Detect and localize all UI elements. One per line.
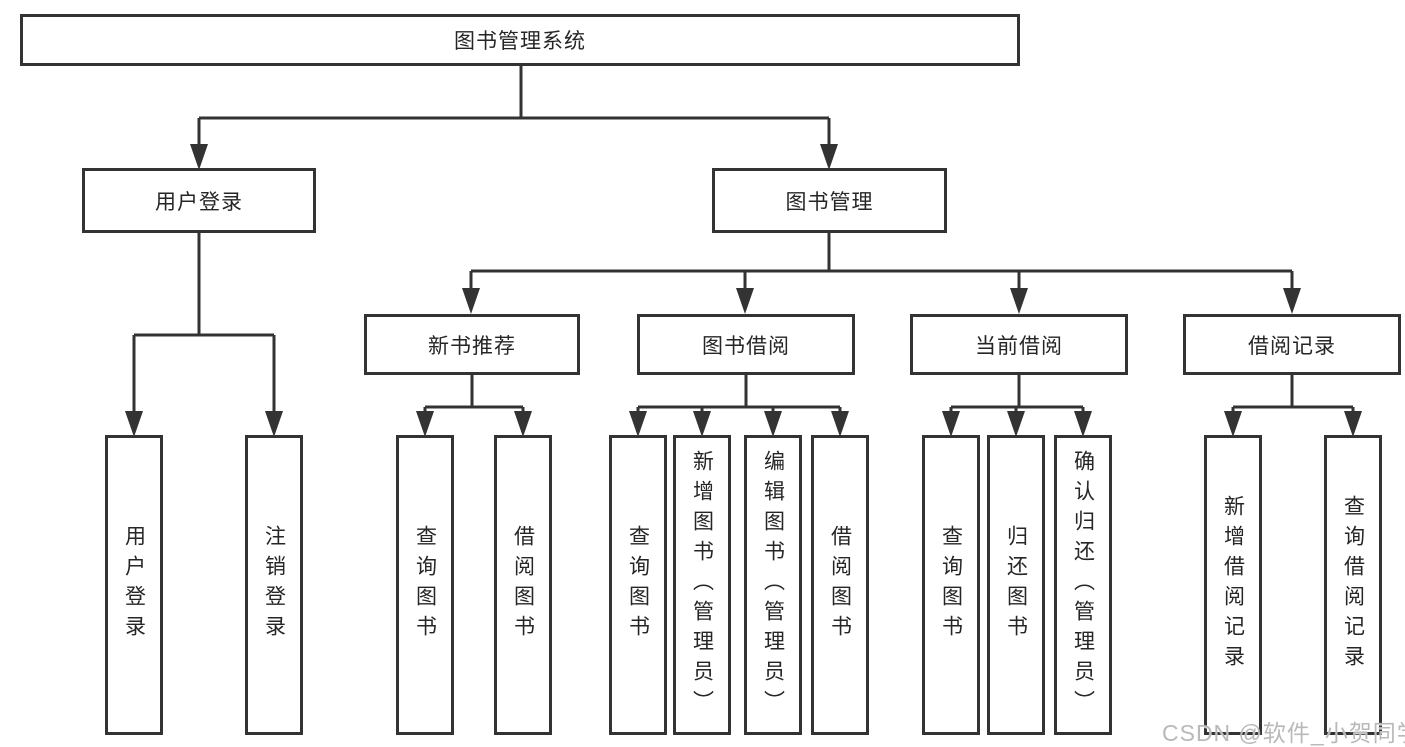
node-label: 当前借阅 <box>975 334 1063 358</box>
leaf-label: 新增图书（管理员） <box>690 450 714 720</box>
arrowhead <box>820 144 838 170</box>
arrowhead <box>416 411 434 437</box>
arrowhead <box>764 411 782 437</box>
arrowhead <box>1010 288 1028 314</box>
node-book-borrowing: 图书借阅 <box>637 314 855 375</box>
leaf-current-confirm-return-admin: 确认归还（管理员） <box>1054 435 1112 735</box>
leaf-label: 查询借阅记录 <box>1341 495 1365 675</box>
arrowhead <box>462 288 480 314</box>
node-label: 新书推荐 <box>428 334 516 358</box>
arrowhead <box>736 288 754 314</box>
arrowhead <box>514 411 532 437</box>
node-label: 图书借阅 <box>702 334 790 358</box>
leaf-label: 查询图书 <box>413 525 437 645</box>
leaf-label: 新增借阅记录 <box>1221 495 1245 675</box>
arrowhead <box>125 411 143 437</box>
leaf-label: 借阅图书 <box>511 525 535 645</box>
leaf-borrowing-query-books: 查询图书 <box>609 435 667 735</box>
leaf-borrowing-borrow-books: 借阅图书 <box>811 435 869 735</box>
arrowhead <box>1224 411 1242 437</box>
arrowhead <box>1344 411 1362 437</box>
node-label: 图书管理 <box>785 190 874 214</box>
leaf-borrowing-edit-books-admin: 编辑图书（管理员） <box>744 435 802 735</box>
node-root: 图书管理系统 <box>20 14 1020 66</box>
arrowhead <box>265 411 283 437</box>
node-label: 借阅记录 <box>1248 334 1336 358</box>
node-book-management: 图书管理 <box>712 168 947 233</box>
leaf-current-return-books: 归还图书 <box>987 435 1045 735</box>
arrowhead <box>693 411 711 437</box>
arrowhead <box>1007 411 1025 437</box>
leaf-newbooks-query-books: 查询图书 <box>396 435 454 735</box>
arrowhead <box>942 411 960 437</box>
leaf-logout: 注销登录 <box>245 435 303 735</box>
node-new-book-recommend: 新书推荐 <box>364 314 580 375</box>
arrowheads <box>125 144 1362 437</box>
node-borrowing-records: 借阅记录 <box>1183 314 1401 375</box>
arrowhead <box>629 411 647 437</box>
leaf-current-query-books: 查询图书 <box>922 435 980 735</box>
leaf-records-add-record: 新增借阅记录 <box>1204 435 1262 735</box>
leaf-label: 注销登录 <box>262 525 286 645</box>
node-current-borrowing: 当前借阅 <box>910 314 1128 375</box>
leaf-label: 用户登录 <box>122 525 146 645</box>
node-label: 图书管理系统 <box>454 30 586 53</box>
leaf-label: 确认归还（管理员） <box>1071 450 1095 720</box>
leaf-label: 查询图书 <box>626 525 650 645</box>
leaf-newbooks-borrow-books: 借阅图书 <box>494 435 552 735</box>
arrowhead <box>1283 288 1301 314</box>
arrowhead <box>1074 411 1092 437</box>
leaf-label: 查询图书 <box>939 525 963 645</box>
leaf-label: 借阅图书 <box>828 525 852 645</box>
leaf-records-query-record: 查询借阅记录 <box>1324 435 1382 735</box>
leaf-label: 编辑图书（管理员） <box>761 450 785 720</box>
leaf-label: 归还图书 <box>1004 525 1028 645</box>
leaf-borrowing-add-books-admin: 新增图书（管理员） <box>673 435 731 735</box>
arrowhead <box>190 144 208 170</box>
leaf-user-login: 用户登录 <box>105 435 163 735</box>
node-label: 用户登录 <box>155 190 243 214</box>
arrowhead <box>831 411 849 437</box>
csdn-watermark: CSDN @软件_小贺同学 <box>1162 720 1405 746</box>
node-user-login: 用户登录 <box>82 168 316 233</box>
